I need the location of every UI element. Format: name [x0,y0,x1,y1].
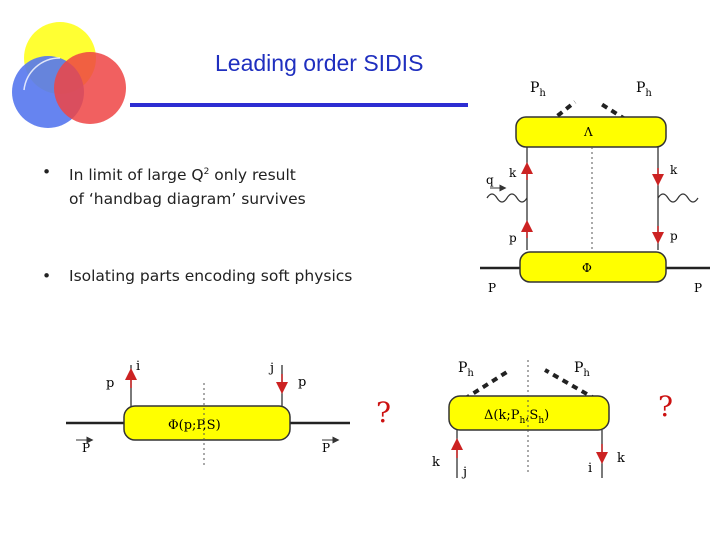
slide-title: Leading order SIDIS [215,50,424,76]
j-label-delta: j [461,465,467,480]
phi-blob-top [519,251,667,283]
P-right-label-top: P [694,281,702,295]
delta-blob [448,395,610,431]
ph-right-label-delta: Ph [574,360,590,379]
i-label-delta: i [588,461,592,476]
bullet-2-text: Isolating parts encoding soft physics [69,267,353,285]
delta-correlator-label: Δ(k;Ph,Sh) [484,408,549,426]
bullet-mark: • [42,163,52,181]
question-mark-phi: ? [376,396,391,429]
photon-right [657,193,699,203]
p-right-label: p [670,229,678,243]
bullet-1-text: In limit of large Q2 only result of ‘han… [69,166,306,208]
i-label: i [136,359,140,374]
title-divider [130,103,468,107]
bullet-mark: • [42,267,52,285]
P-right-label-phi: P [322,441,330,455]
p-left-label: p [509,231,517,245]
k-left-label-delta: k [432,455,440,470]
photon-left [486,193,528,203]
q-label: q [486,173,494,187]
question-mark-delta: ? [658,390,673,423]
k-right-label: k [670,163,678,177]
j-label: j [268,361,274,376]
phi-blob [123,405,291,441]
phi-correlator-label: Φ(p;P,S) [168,418,221,433]
P-left-label-phi: P [82,441,90,455]
k-left-label: k [509,166,517,180]
phi-label-top: Φ [582,261,592,275]
p-right-label-phi: p [298,375,306,390]
lambda-label: Λ [583,125,593,139]
ph-right-label: Ph [636,80,652,99]
p-left-label-phi: p [106,376,114,391]
ph-left-label-delta: Ph [458,360,474,379]
logo-circles-icon [12,22,126,128]
k-right-label-delta: k [617,451,625,466]
P-left-label-top: P [488,281,496,295]
lambda-blob [515,116,667,148]
ph-left-label: Ph [530,80,546,99]
